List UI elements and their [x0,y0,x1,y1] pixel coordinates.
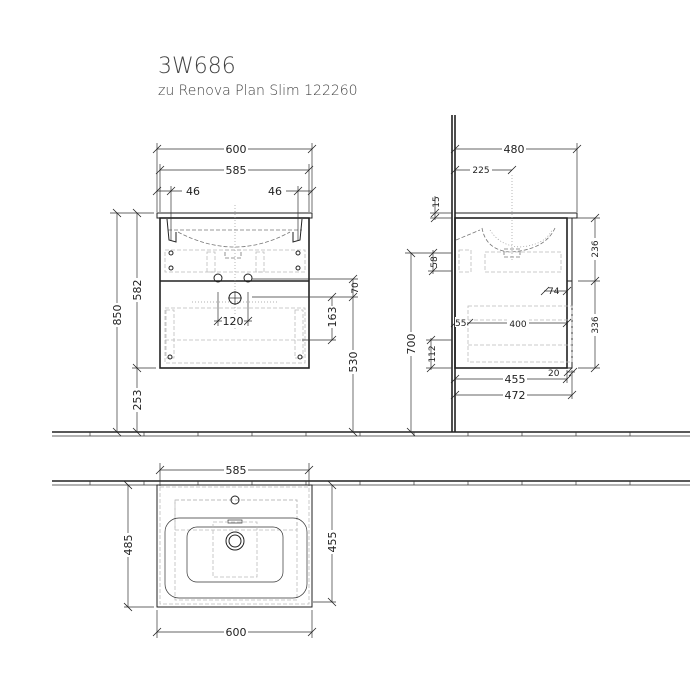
dim-drain-spacing-120: 120 [223,315,244,328]
dim-bottom-112: 112 [428,345,438,362]
drain [225,531,245,551]
dim-cabinet-depth-455: 455 [505,373,526,386]
product-code: 3W686 [158,54,236,79]
dim-floor-clearance-253: 253 [131,390,144,411]
dim-top-width-585: 585 [226,464,247,477]
overflow [227,519,243,524]
top-view-dimensions: 585 600 485 455 [122,463,339,639]
dim-drawer-163: 163 [326,307,339,328]
dim-cabinet-height-582: 582 [131,280,144,301]
header: 3W686 zu Renova Plan Slim 122260 [158,54,358,99]
dim-front-thickness-20: 20 [548,369,560,379]
dim-offset-74: 74 [548,287,560,297]
side-front-panel [566,217,573,369]
dim-drain-center-225: 225 [472,166,489,176]
dim-rail-58: 58 [430,256,440,268]
top-outline [156,484,313,608]
dim-height-700: 700 [405,334,418,355]
basin-outer [164,517,308,599]
top-view [156,484,313,608]
dim-inset-left-46: 46 [186,185,200,198]
dim-top-depth-485: 485 [122,535,135,556]
dim-offset-55: 55 [455,319,466,329]
dim-lower-drawer-336: 336 [591,316,601,333]
side-view-dimensions: 480 225 15 58 700 112 [405,142,601,437]
product-subtitle: zu Renova Plan Slim 122260 [158,83,358,99]
dim-drawer-depth-400: 400 [509,320,526,330]
dim-upper-drawer-236: 236 [591,240,601,257]
dim-top-depth-455: 455 [326,532,339,553]
dim-total-height-850: 850 [111,305,124,326]
dim-front-width-600: 600 [226,143,247,156]
dim-drain-offset-70: 70 [351,282,361,294]
dim-top-width-600: 600 [226,626,247,639]
cabinet-body [159,217,310,369]
front-view [156,205,313,369]
floor-line-elevation [52,431,690,437]
front-view-dimensions: 600 585 46 46 850 582 253 70 [110,142,361,437]
dim-inset-right-46: 46 [268,185,282,198]
dim-side-depth-480: 480 [504,143,525,156]
wall-line-plan [52,480,690,486]
dim-top-thickness-15: 15 [432,196,442,207]
dim-total-depth-472: 472 [505,389,526,402]
dim-front-width-585: 585 [226,164,247,177]
faucet-hole [230,495,240,505]
basin-inner [186,526,284,583]
dim-drain-height-530: 530 [347,352,360,373]
